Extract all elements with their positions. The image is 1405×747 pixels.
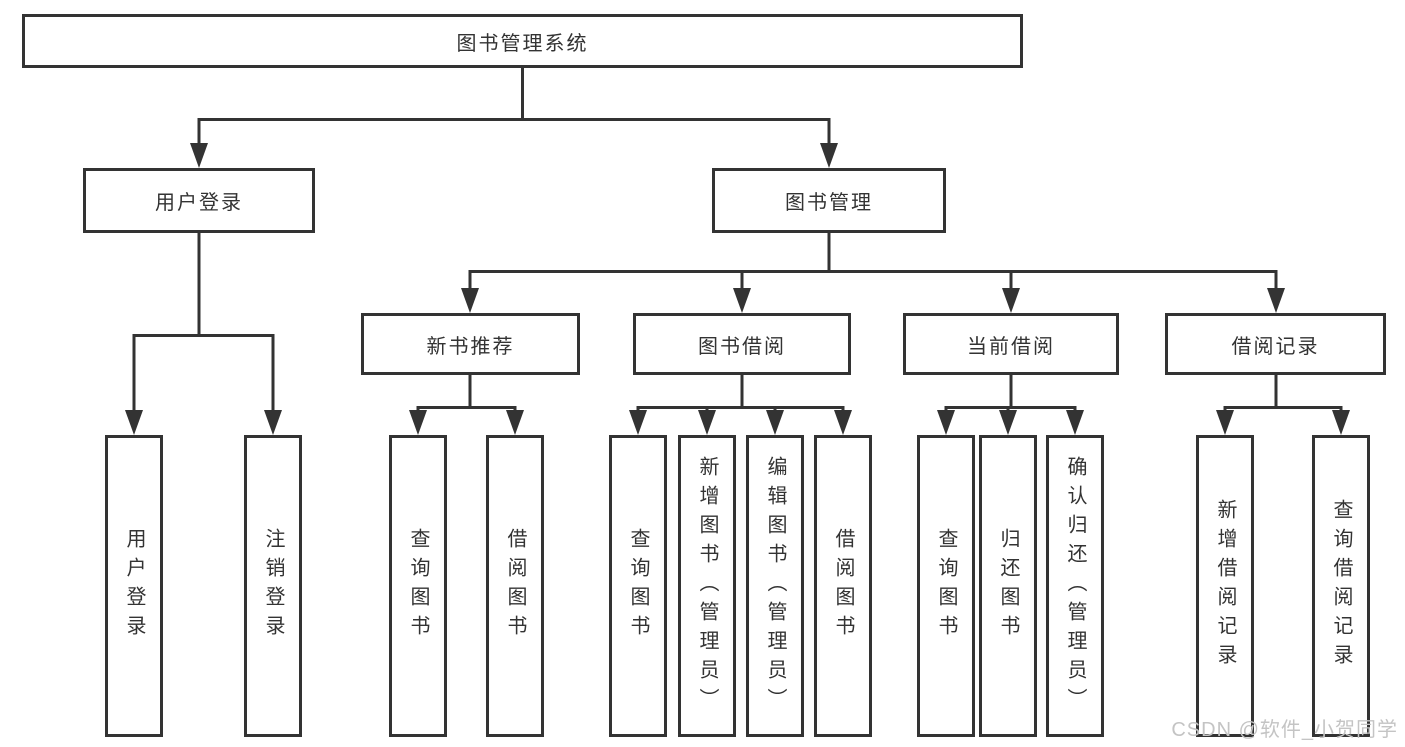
leaf-current-query-label: 查询图书 [935, 528, 957, 644]
leaf-newbook-borrow: 借阅图书 [486, 435, 544, 737]
leaf-borrow-add-admin: 新增图书（管理员） [678, 435, 736, 737]
node-new-book-recommend: 新书推荐 [361, 313, 580, 375]
leaf-current-return: 归还图书 [979, 435, 1037, 737]
leaf-record-query: 查询借阅记录 [1312, 435, 1370, 737]
node-user-login: 用户登录 [83, 168, 315, 233]
leaf-record-add-label: 新增借阅记录 [1214, 499, 1236, 673]
leaf-newbook-query: 查询图书 [389, 435, 447, 737]
leaf-borrow-edit-admin-label: 编辑图书（管理员） [764, 455, 786, 717]
leaf-newbook-borrow-label: 借阅图书 [504, 528, 526, 644]
leaf-borrow-borrow: 借阅图书 [814, 435, 872, 737]
leaf-current-return-label: 归还图书 [997, 528, 1019, 644]
node-borrow-record: 借阅记录 [1165, 313, 1386, 375]
leaf-borrow-add-admin-label: 新增图书（管理员） [696, 455, 718, 717]
leaf-logout: 注销登录 [244, 435, 302, 737]
leaf-user-login: 用户登录 [105, 435, 163, 737]
leaf-newbook-query-label: 查询图书 [407, 528, 429, 644]
watermark: CSDN @软件_小贺同学 [1171, 719, 1398, 741]
leaf-borrow-query-label: 查询图书 [627, 528, 649, 644]
leaf-current-query: 查询图书 [917, 435, 975, 737]
leaf-borrow-edit-admin: 编辑图书（管理员） [746, 435, 804, 737]
leaf-record-query-label: 查询借阅记录 [1330, 499, 1352, 673]
leaf-current-confirm-admin: 确认归还（管理员） [1046, 435, 1104, 737]
node-library-system: 图书管理系统 [22, 14, 1023, 68]
leaf-user-login-label: 用户登录 [123, 528, 145, 644]
leaf-borrow-borrow-label: 借阅图书 [832, 528, 854, 644]
node-book-management: 图书管理 [712, 168, 946, 233]
leaf-current-confirm-admin-label: 确认归还（管理员） [1064, 455, 1086, 717]
leaf-borrow-query: 查询图书 [609, 435, 667, 737]
node-current-borrow: 当前借阅 [903, 313, 1119, 375]
node-book-borrow: 图书借阅 [633, 313, 851, 375]
leaf-logout-label: 注销登录 [262, 528, 284, 644]
leaf-record-add: 新增借阅记录 [1196, 435, 1254, 737]
